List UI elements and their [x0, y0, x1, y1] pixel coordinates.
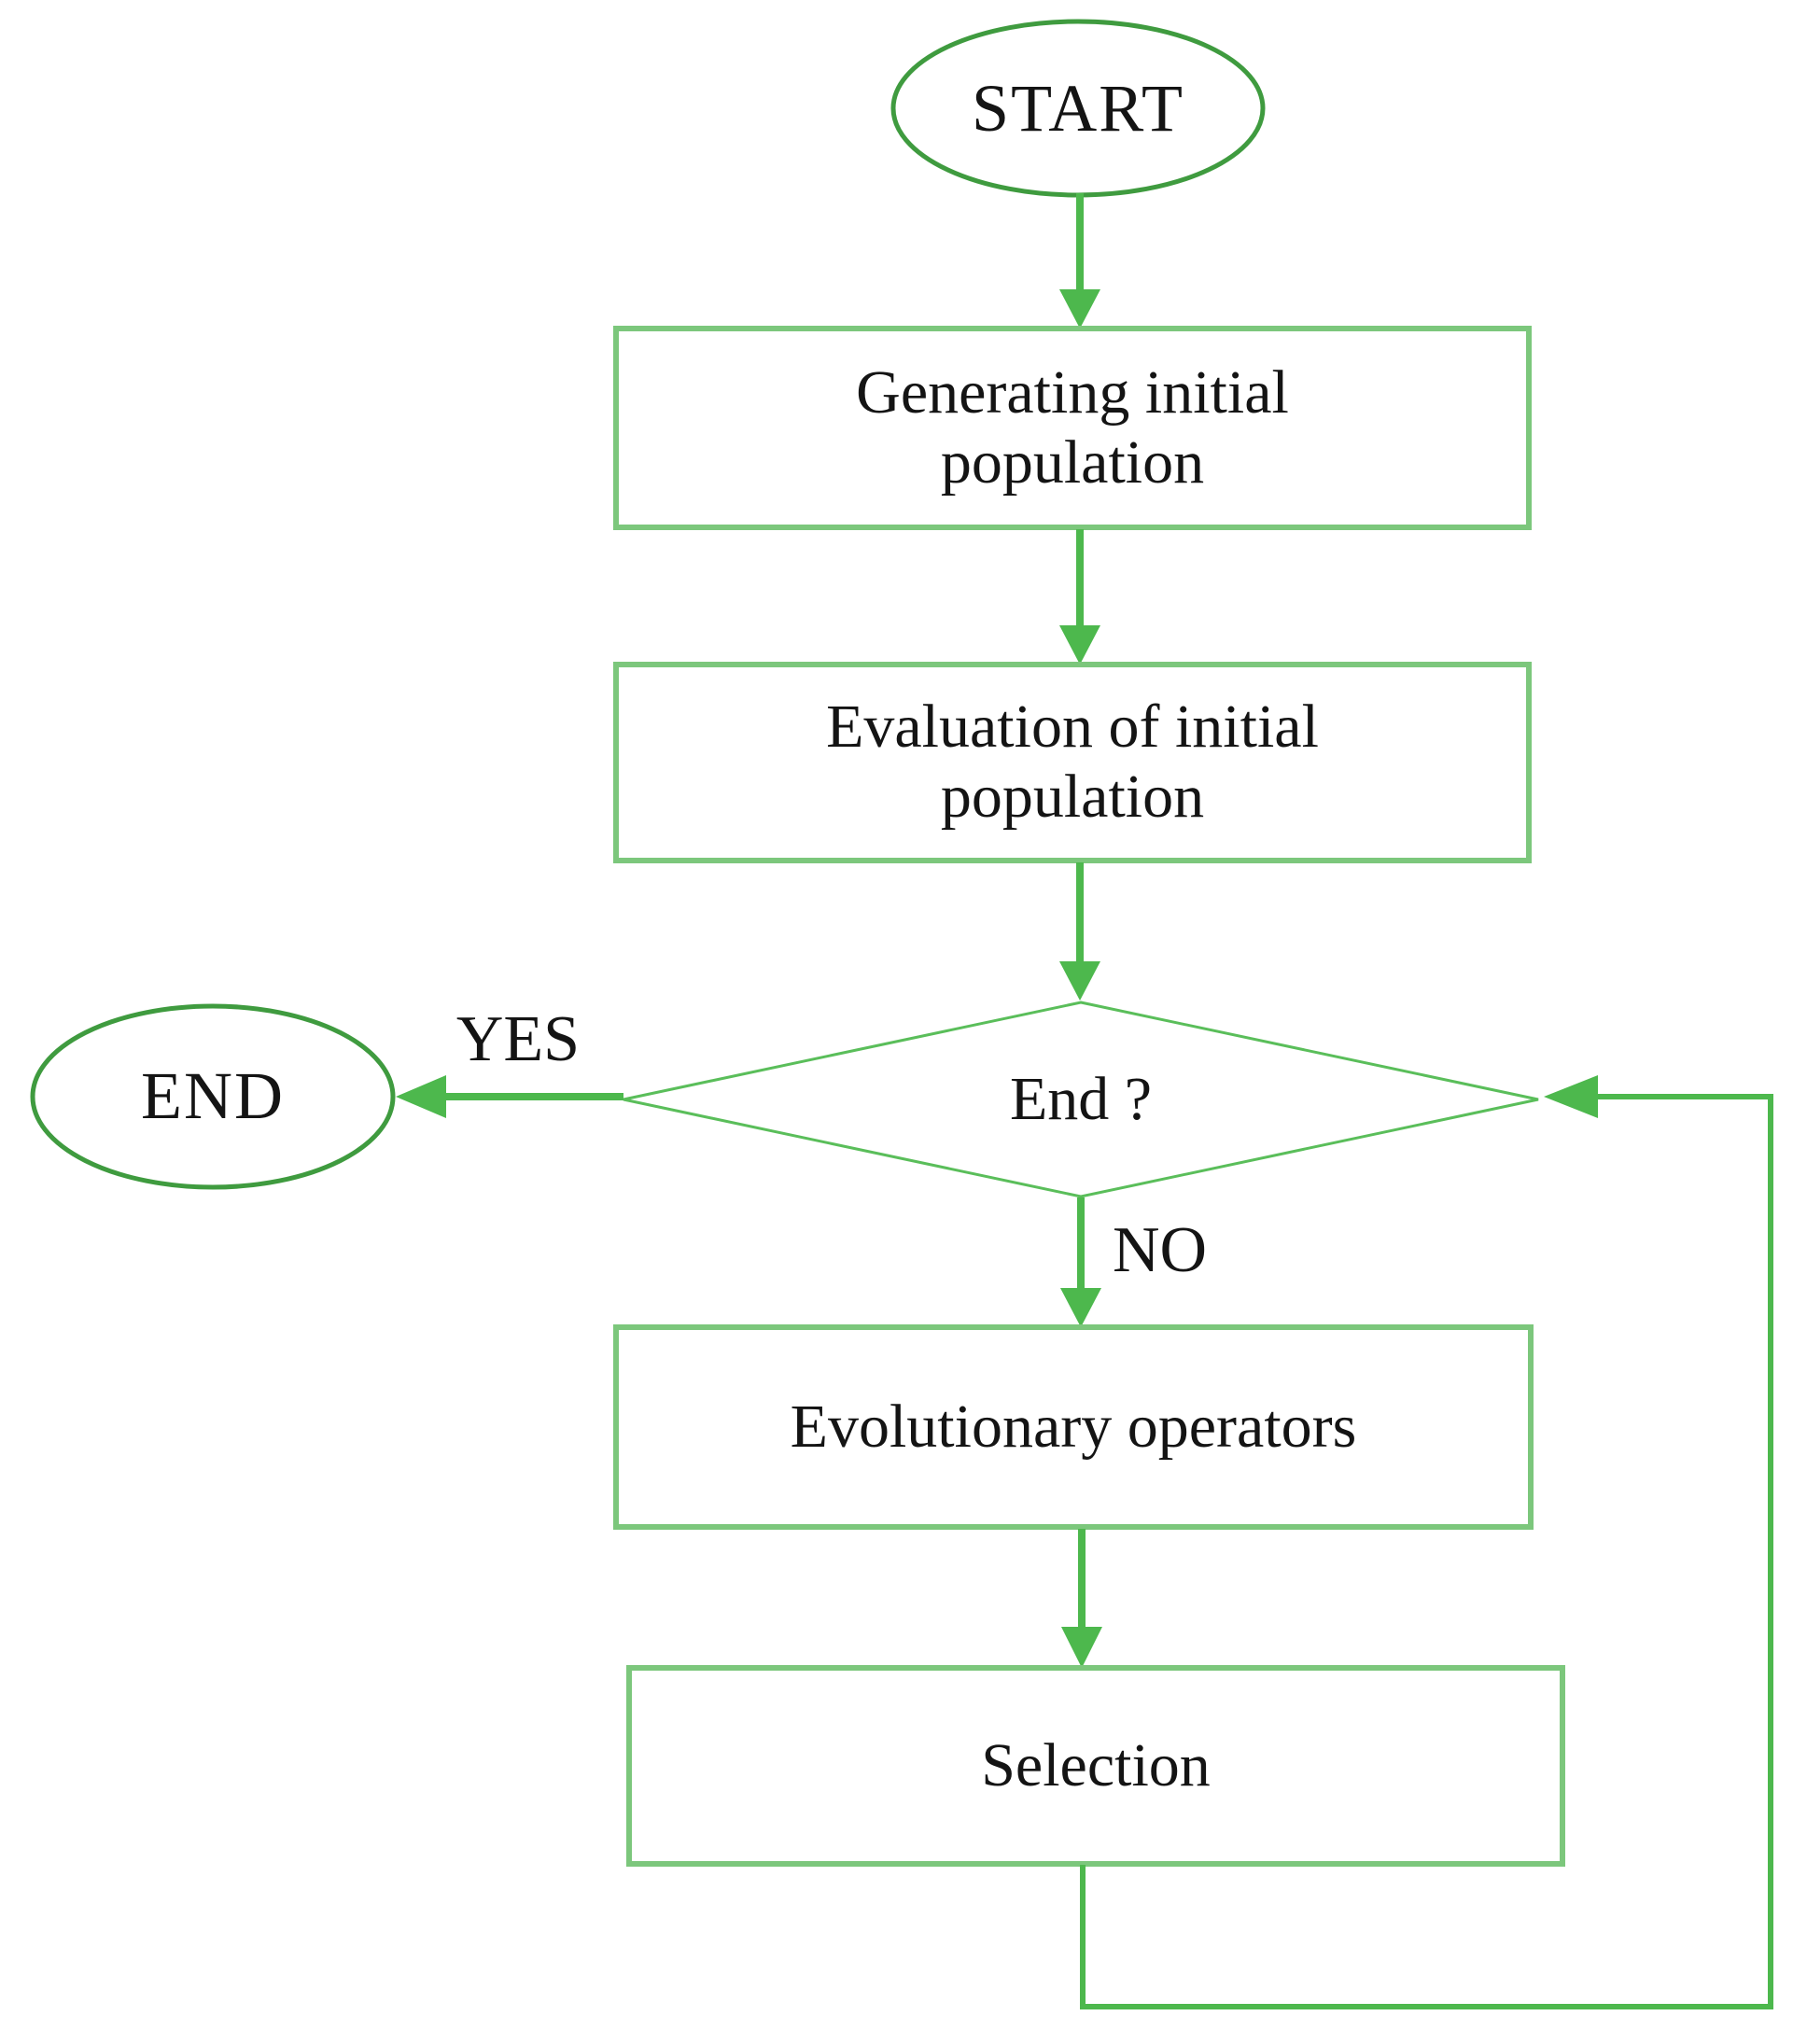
operators-node-label: Evolutionary operators	[790, 1392, 1357, 1461]
generate-rect	[613, 326, 1532, 530]
arrowhead-operators-to-selection	[1061, 1627, 1102, 1668]
evaluate-rect	[613, 662, 1532, 863]
start-node-label: START	[972, 71, 1184, 147]
selection-rect	[626, 1665, 1565, 1867]
operators-rect	[613, 1324, 1534, 1530]
end-ellipse	[30, 1003, 396, 1190]
generate-node-label: Generating initial population	[856, 357, 1289, 497]
arrowhead-decision-to-end	[396, 1075, 446, 1118]
arrowhead-decision-to-operators	[1060, 1288, 1101, 1327]
loop-selection-to-decision	[1080, 1094, 1773, 2009]
selection-node-label: Selection	[981, 1730, 1211, 1799]
end-node-label: END	[141, 1058, 285, 1134]
decision-node-label: End ?	[1009, 1064, 1153, 1133]
arrowhead-generate-to-evaluate	[1059, 625, 1100, 665]
evaluate-node-label: Evaluation of initial population	[826, 693, 1319, 831]
arrowhead-loop-to-decision	[1544, 1075, 1598, 1118]
decision-diamond	[623, 1001, 1539, 1198]
no-branch-label: NO	[1113, 1214, 1208, 1287]
yes-branch-label: YES	[455, 1003, 581, 1076]
arrowhead-evaluate-to-decision	[1059, 961, 1100, 1001]
arrowhead-start-to-generate	[1059, 289, 1100, 329]
